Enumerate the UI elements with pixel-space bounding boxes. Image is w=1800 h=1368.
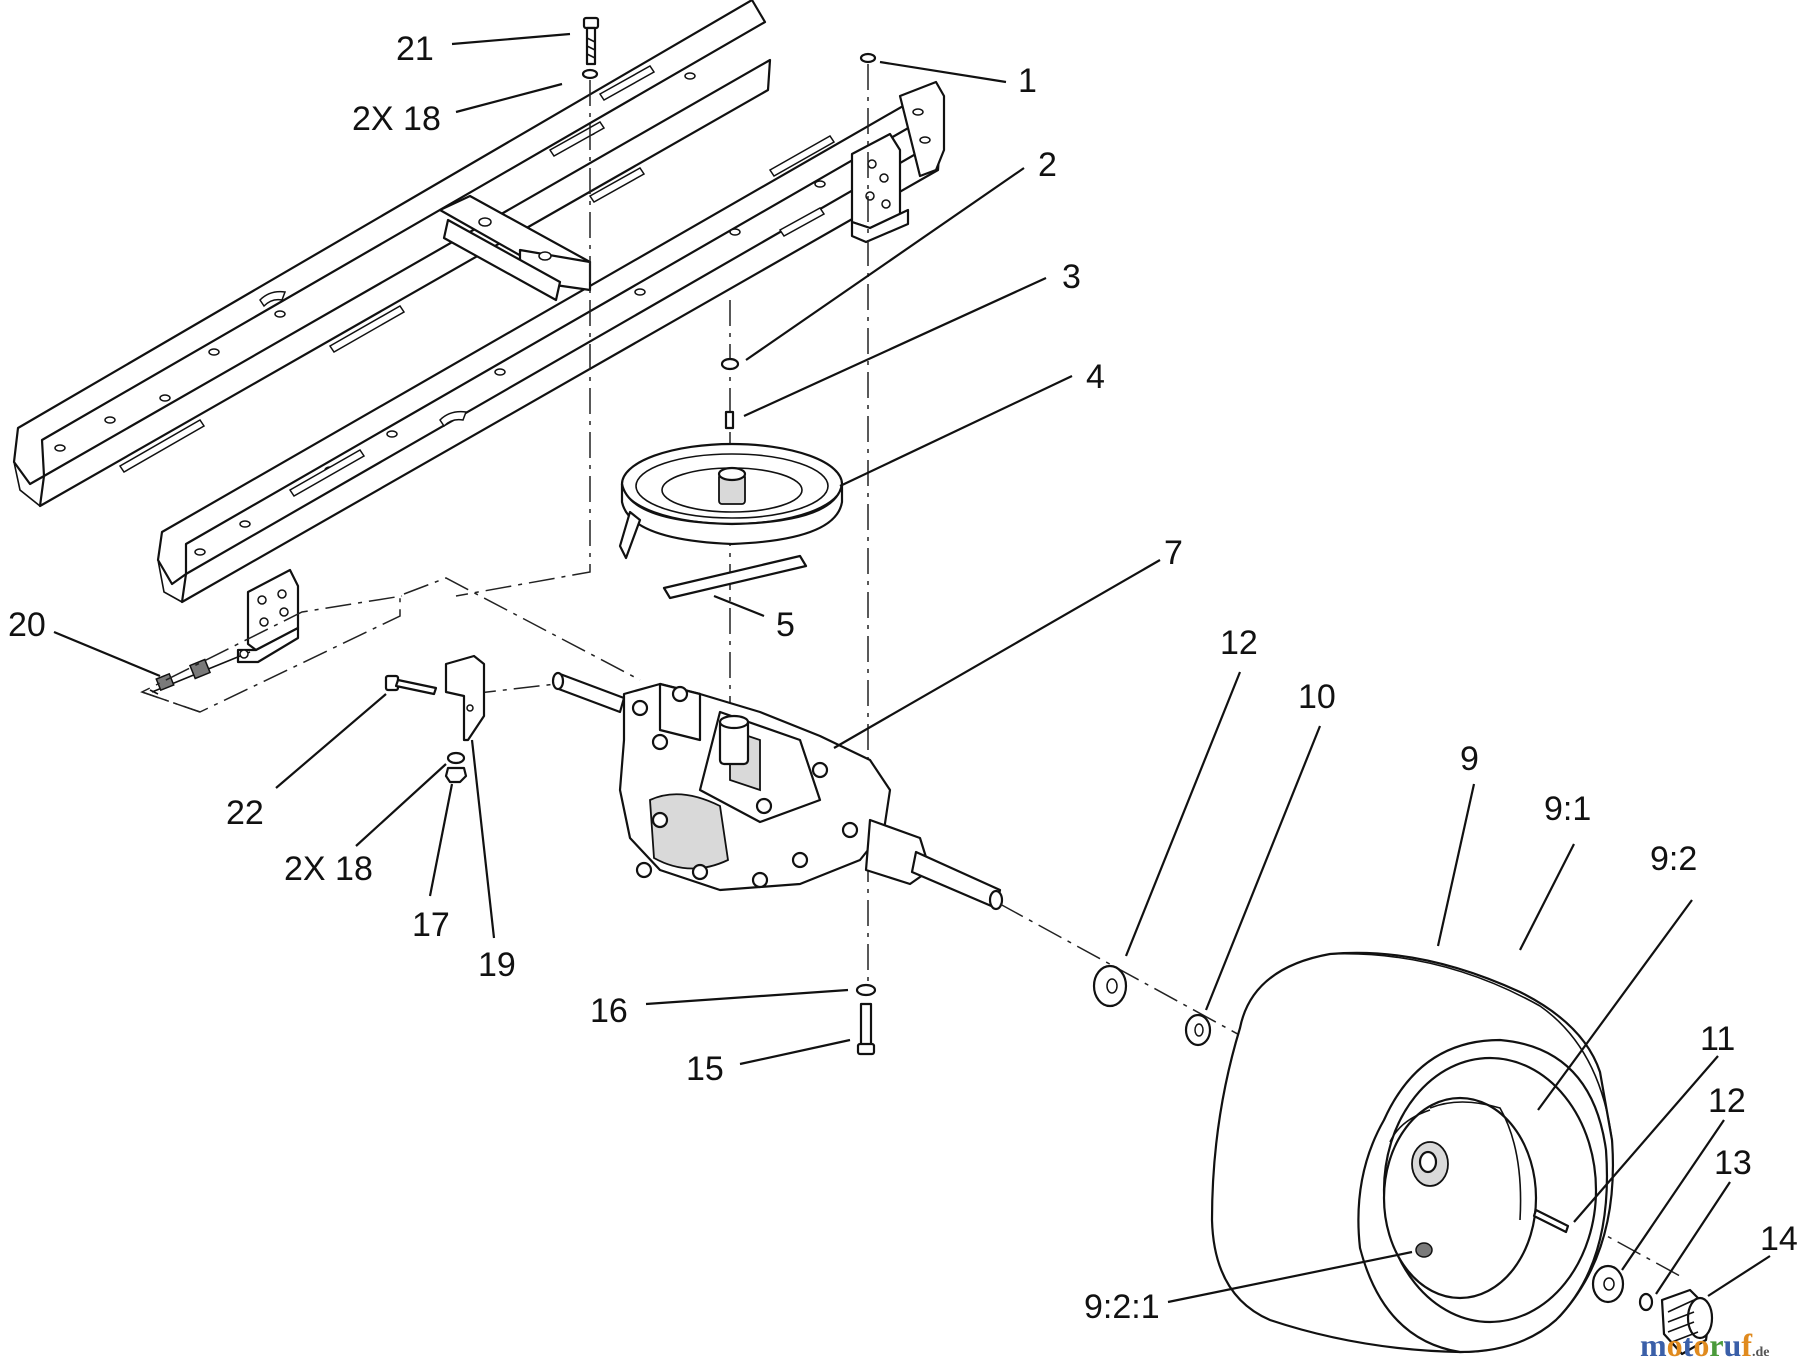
- assembly-line-left-2: [140, 595, 403, 713]
- hub-cap-part-14: [1660, 1288, 1714, 1356]
- key-part-3: [724, 410, 735, 430]
- retaining-ring-part-2: [720, 357, 740, 371]
- washer-part-18-bottom: [446, 751, 466, 765]
- washer-part-18-top: [581, 68, 599, 80]
- callout-1: 1: [1018, 62, 1037, 100]
- callout-13: 13: [1714, 1144, 1752, 1182]
- callout-12-lower: 12: [1708, 1082, 1746, 1120]
- washer-part-12-inner: [1092, 964, 1128, 1008]
- callout-7: 7: [1164, 534, 1183, 572]
- callout-14: 14: [1760, 1220, 1798, 1258]
- pulley-part-4: [618, 442, 844, 560]
- transaxle-bracket-right: [850, 132, 910, 244]
- callout-11: 11: [1700, 1020, 1735, 1058]
- callout-17: 17: [412, 906, 450, 944]
- washer-part-10: [1184, 1013, 1212, 1047]
- frame-rail-left: [12, 0, 772, 508]
- rim-part-9-2: [1382, 1056, 1598, 1324]
- svg-text:motoruf.de: motoruf.de: [1640, 1327, 1769, 1363]
- callout-9: 9: [1460, 740, 1479, 778]
- bracket-part-19: [444, 654, 486, 742]
- callout-10: 10: [1298, 678, 1336, 716]
- callout-2: 2: [1038, 146, 1057, 184]
- watermark-logo: motoruf.de: [1640, 1327, 1769, 1363]
- washer-part-16: [855, 983, 877, 997]
- center-line-left: [455, 80, 591, 597]
- transaxle-bracket-left: [236, 568, 300, 664]
- callout-19: 19: [478, 946, 516, 984]
- callout-2x18-bottom: 2X 18: [284, 850, 373, 888]
- bolt-part-22: [384, 674, 438, 696]
- leader-lines: [53, 32, 1771, 1304]
- bolt-part-15: [856, 1002, 876, 1056]
- callout-9-1: 9:1: [1544, 790, 1591, 828]
- callout-15: 15: [686, 1050, 724, 1088]
- callout-2x18-top: 2X 18: [352, 100, 441, 138]
- callout-22: 22: [226, 794, 264, 832]
- callout-16: 16: [590, 992, 628, 1030]
- callout-5: 5: [776, 606, 795, 644]
- callout-3: 3: [1062, 258, 1081, 296]
- callout-9-2: 9:2: [1650, 840, 1697, 878]
- callout-20: 20: [8, 606, 46, 644]
- spring-part-20: [149, 649, 251, 695]
- key-part-11: [1532, 1208, 1570, 1234]
- frame-cross-member: [438, 194, 592, 302]
- key-part-5: [662, 554, 808, 600]
- nut-part-17: [444, 766, 468, 784]
- callout-4: 4: [1086, 358, 1105, 396]
- transaxle-part-7: [551, 671, 1004, 911]
- callout-9-2-1: 9:2:1: [1084, 1288, 1160, 1326]
- frame-rail-right: [156, 80, 946, 604]
- bolt-part-1: [859, 52, 877, 64]
- washer-part-12-outer: [1591, 1264, 1625, 1304]
- callout-12-upper: 12: [1220, 624, 1258, 662]
- callout-labels: 21 1 2X 18 2 3 4 7 5 20 12 10 9 9:1 9:2 …: [8, 30, 1798, 1326]
- bolt-part-21: [582, 16, 600, 66]
- retaining-ring-part-13: [1638, 1292, 1654, 1312]
- callout-21: 21: [396, 30, 434, 68]
- assembly-line-bracket: [403, 577, 641, 681]
